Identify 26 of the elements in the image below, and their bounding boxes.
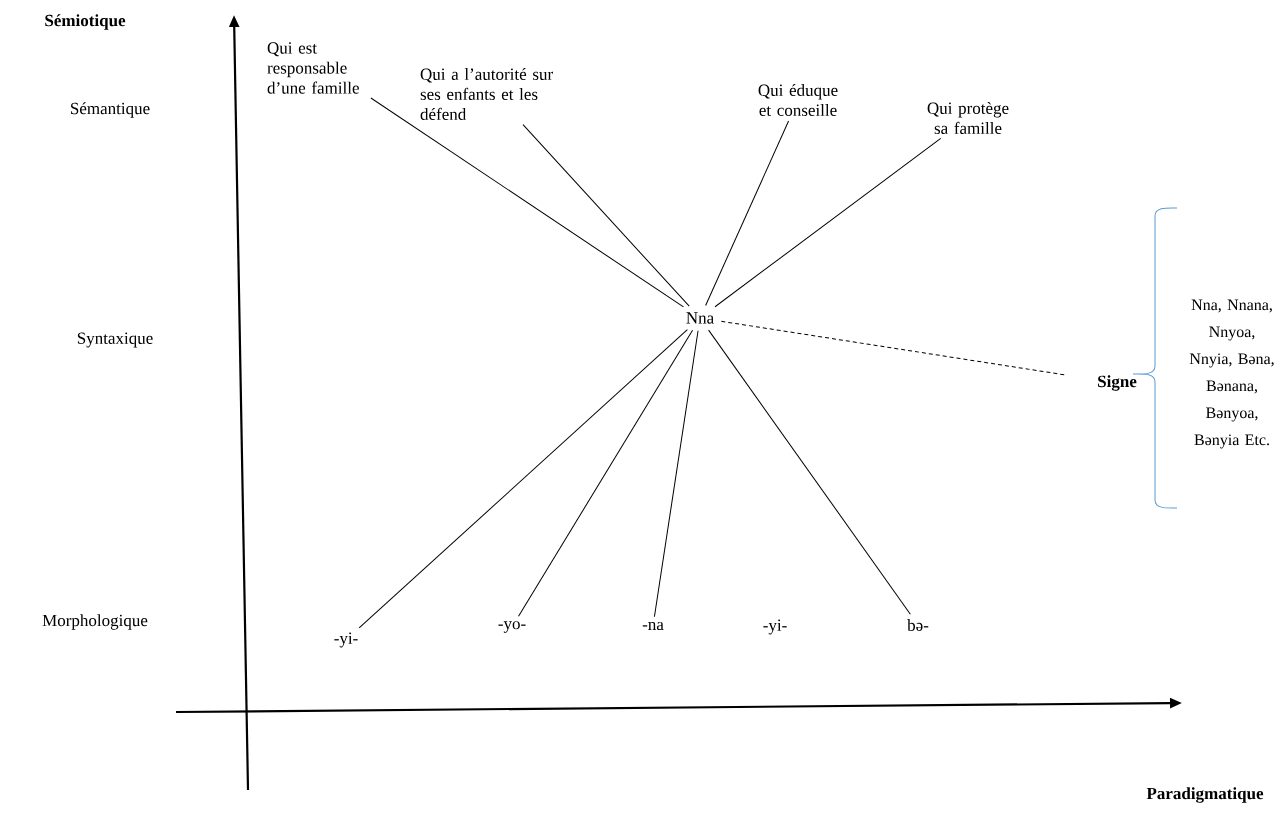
node-text: -na <box>642 621 664 631</box>
node-text: bə- <box>907 619 929 631</box>
node-text: -yi- <box>763 619 787 635</box>
node-text: -yo- <box>498 621 526 633</box>
node-text: Qui est responsable d’une famille <box>267 42 359 94</box>
line <box>705 120 790 306</box>
axis-label: Sémantique <box>71 102 150 118</box>
node-text: Qui protège sa famille <box>927 102 1009 134</box>
node-text: -yi- <box>334 632 358 648</box>
dashed-line <box>720 320 1065 376</box>
axis-label: Paradigmatique <box>1146 787 1264 803</box>
axis-label: Syntaxique <box>77 332 153 348</box>
node-text: Qui éduque et conseille <box>758 84 838 116</box>
line <box>370 97 684 308</box>
line <box>518 329 694 617</box>
axis-label: Morphologique <box>42 614 148 630</box>
sign-word: Nna, Nnana, Nnyoa, Nnyia, Bəna, Bənana, Bənyoa, Bənyia Etc. <box>1189 299 1274 449</box>
line <box>714 137 942 308</box>
node-text: Signe <box>1098 375 1137 391</box>
line <box>708 329 911 615</box>
node-text: Qui a l’autorité sur ses enfants et les défend <box>420 68 553 120</box>
line <box>522 124 690 307</box>
line <box>653 330 699 618</box>
node-text: Nna <box>686 312 714 324</box>
axis-label: Sémiotique <box>45 14 126 30</box>
line <box>358 329 688 629</box>
